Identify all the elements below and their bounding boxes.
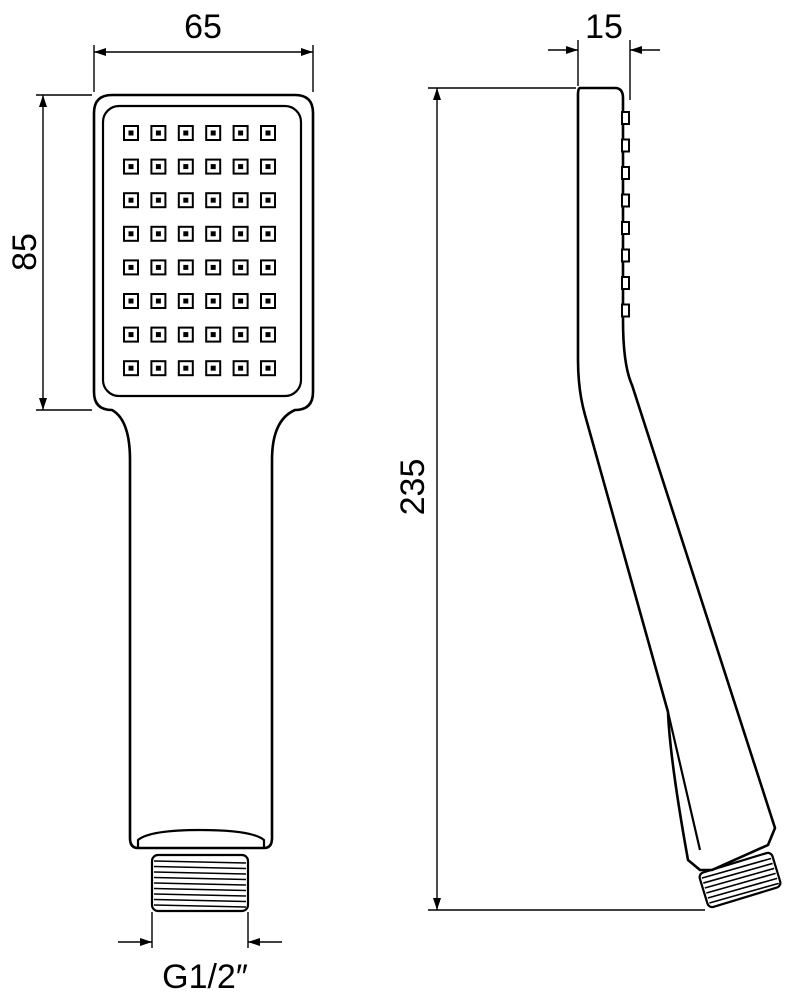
- length-dimension: 235: [394, 87, 705, 911]
- spray-nozzle-hole: [183, 197, 189, 203]
- side-spray-nozzle: [621, 303, 630, 318]
- front-view: [92, 93, 315, 913]
- thread-ridge: [153, 882, 247, 886]
- side-threaded-connector: [698, 851, 782, 909]
- spray-nozzle-hole: [238, 264, 244, 270]
- spray-nozzle-hole: [128, 197, 134, 203]
- thread-dimension-label: G1/2″: [162, 958, 248, 996]
- side-thread-ridge: [704, 867, 775, 889]
- spray-nozzle-hole: [155, 164, 161, 170]
- threaded-connector: [150, 853, 250, 913]
- spray-face-plate: [101, 104, 303, 398]
- width-dimension-label: 65: [184, 8, 222, 46]
- spray-nozzle-hole: [210, 164, 216, 170]
- spray-nozzle-hole: [128, 164, 134, 170]
- spray-nozzle-hole: [265, 164, 271, 170]
- spray-nozzle-hole: [210, 365, 216, 371]
- side-thread-ridge: [706, 872, 776, 894]
- spray-nozzle-hole: [128, 231, 134, 237]
- side-spray-nozzle: [621, 248, 630, 263]
- spray-nozzle-hole: [238, 197, 244, 203]
- spray-nozzle-hole: [265, 130, 271, 136]
- spray-nozzle-hole: [155, 197, 161, 203]
- spray-nozzle-hole: [265, 298, 271, 304]
- spray-nozzle-hole: [238, 298, 244, 304]
- side-thread-ridge: [707, 877, 778, 899]
- thread-ridge: [153, 871, 247, 875]
- height-dimension: 85: [6, 94, 92, 411]
- spray-nozzle-hole: [265, 332, 271, 338]
- spray-nozzle-hole: [183, 298, 189, 304]
- nozzle-grid: [123, 125, 276, 377]
- connector-neck: [136, 828, 266, 848]
- side-spray-nozzle: [621, 138, 630, 153]
- spray-nozzle-hole: [183, 164, 189, 170]
- thickness-dimension-label: 15: [585, 8, 623, 46]
- spray-nozzle-hole: [210, 231, 216, 237]
- spray-nozzle-hole: [155, 130, 161, 136]
- spray-nozzle-hole: [265, 231, 271, 237]
- spray-nozzle-hole: [265, 365, 271, 371]
- spray-nozzle-hole: [155, 298, 161, 304]
- spray-nozzle-hole: [238, 231, 244, 237]
- spray-nozzle-hole: [210, 264, 216, 270]
- thickness-dimension: 15: [548, 8, 660, 100]
- side-view-ridge: [666, 711, 702, 851]
- spray-nozzle-hole: [155, 264, 161, 270]
- height-dimension-label: 85: [6, 233, 44, 271]
- thread-ridge: [153, 887, 247, 892]
- spray-nozzle-hole: [210, 130, 216, 136]
- side-spray-nozzle: [621, 111, 630, 125]
- side-spray-nozzle: [621, 193, 630, 208]
- side-thread-ridge: [703, 862, 773, 884]
- spray-nozzle-hole: [155, 231, 161, 237]
- length-dimension-label: 235: [394, 459, 432, 516]
- thread-dimension: G1/2″: [118, 912, 282, 996]
- spray-nozzle-hole: [155, 332, 161, 338]
- thread-ridge: [153, 860, 247, 864]
- thread-ridge: [153, 904, 247, 908]
- thread-ridge: [153, 876, 247, 881]
- spray-nozzle-hole: [210, 298, 216, 304]
- spray-nozzle-hole: [128, 332, 134, 338]
- side-thread-ridge: [701, 857, 772, 879]
- spray-nozzle-hole: [128, 130, 134, 136]
- thread-ridge: [153, 865, 247, 870]
- spray-nozzle-hole: [265, 197, 271, 203]
- spray-nozzle-hole: [238, 365, 244, 371]
- spray-nozzle-hole: [210, 197, 216, 203]
- spray-nozzle-hole: [238, 332, 244, 338]
- spray-nozzle-hole: [183, 130, 189, 136]
- spray-nozzle-hole: [183, 231, 189, 237]
- side-thread-ridge: [709, 882, 779, 904]
- side-view-outline: [576, 86, 777, 872]
- side-spray-nozzle: [621, 221, 630, 235]
- side-nozzle-row: [621, 111, 630, 318]
- spray-nozzle-hole: [183, 264, 189, 270]
- thread-ridge: [153, 898, 247, 903]
- spray-nozzle-hole: [238, 164, 244, 170]
- width-dimension: 65: [93, 8, 314, 92]
- side-view: [576, 86, 782, 909]
- spray-nozzle-hole: [210, 332, 216, 338]
- spray-nozzle-hole: [128, 365, 134, 371]
- side-spray-nozzle: [621, 166, 630, 180]
- side-spray-nozzle: [621, 276, 630, 290]
- spray-nozzle-hole: [238, 130, 244, 136]
- spray-nozzle-hole: [155, 365, 161, 371]
- spray-nozzle-hole: [183, 332, 189, 338]
- spray-nozzle-hole: [265, 264, 271, 270]
- spray-nozzle-hole: [128, 298, 134, 304]
- spray-nozzle-hole: [183, 365, 189, 371]
- thread-ridge: [153, 893, 247, 897]
- spray-nozzle-hole: [128, 264, 134, 270]
